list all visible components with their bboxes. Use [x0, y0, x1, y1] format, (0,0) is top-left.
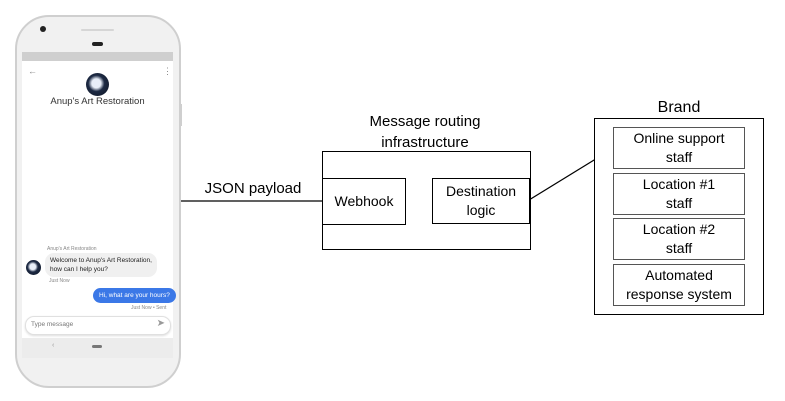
infrastructure-title: Message routing infrastructure	[330, 111, 520, 153]
brand-destination-line: staff	[665, 240, 693, 256]
message-input[interactable]: Type message ➤	[25, 316, 171, 335]
outgoing-status: Just Now • Sent	[131, 305, 167, 311]
brand-destination-box: Location #1 staff	[613, 173, 745, 215]
brand-destination-line: Automated	[645, 267, 713, 283]
incoming-message-line: how can I help you?	[50, 266, 108, 273]
phone-speaker	[81, 29, 114, 31]
brand-destination-line: Online support	[633, 130, 725, 146]
incoming-time: Just Now	[49, 278, 70, 284]
business-name: Anup's Art Restoration	[50, 96, 145, 107]
brand-destination-line: staff	[665, 149, 693, 165]
destination-line: logic	[466, 202, 496, 218]
incoming-message-bubble: Welcome to Anup's Art Restoration, how c…	[45, 253, 157, 277]
nav-bar	[22, 338, 173, 358]
outgoing-message-bubble: Hi, what are your hours?	[93, 288, 176, 303]
message-avatar	[26, 260, 41, 275]
business-avatar	[86, 73, 109, 96]
phone-earpiece	[92, 42, 103, 46]
message-input-placeholder: Type message	[31, 321, 74, 328]
infrastructure-title-line: Message routing	[369, 113, 481, 130]
send-icon[interactable]: ➤	[156, 318, 165, 329]
infrastructure-title-line: infrastructure	[381, 134, 469, 151]
incoming-message-line: Welcome to Anup's Art Restoration,	[50, 257, 152, 264]
more-options-icon[interactable]: ⋮	[163, 66, 172, 76]
status-bar	[22, 52, 173, 61]
nav-home-button[interactable]	[92, 345, 102, 348]
brand-destination-box: Automated response system	[613, 264, 745, 306]
destination-logic-box: Destination logic	[432, 178, 530, 224]
brand-destination-line: response system	[626, 286, 732, 302]
brand-destination-line: staff	[665, 195, 693, 211]
sender-label: Anup's Art Restoration	[47, 246, 97, 252]
brand-title: Brand	[657, 99, 701, 116]
webhook-box: Webhook	[322, 178, 406, 225]
phone-camera	[40, 26, 46, 32]
back-arrow-icon[interactable]: ←	[28, 66, 37, 76]
nav-back-icon[interactable]: ‹	[52, 342, 55, 349]
brand-destination-box: Location #2 staff	[613, 218, 745, 260]
brand-destination-line: Location #2	[642, 221, 716, 237]
payload-label: JSON payload	[204, 180, 302, 197]
brand-destination-line: Location #1	[642, 176, 716, 192]
destination-line: Destination	[445, 183, 517, 199]
phone-side-button	[180, 104, 182, 126]
brand-destination-box: Online support staff	[613, 127, 745, 169]
